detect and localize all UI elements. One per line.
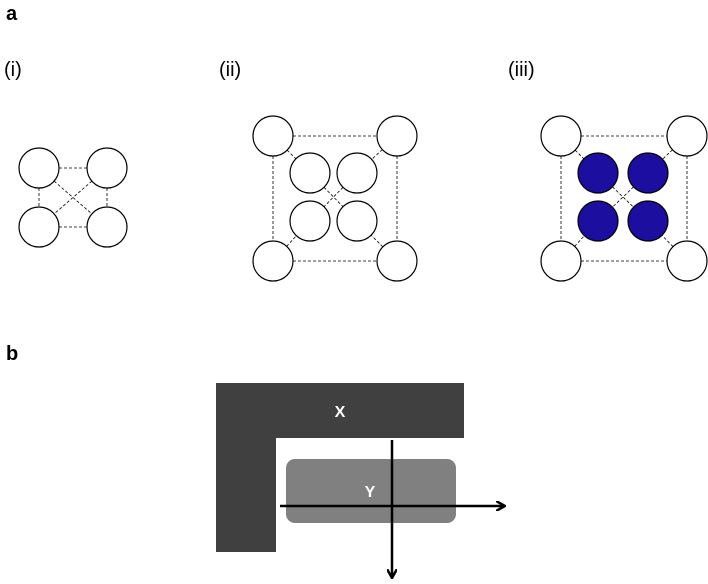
subpanel-ii-outer-atom xyxy=(376,115,418,157)
subpanel-ii-outer-atom xyxy=(252,115,294,157)
subpanel-i-atom xyxy=(86,206,128,248)
subpanel-iii-outer-atom xyxy=(666,115,708,157)
subpanel-ii-diagram xyxy=(252,115,418,282)
subpanel-iii-bonds xyxy=(560,135,688,262)
subpanel-ii-inner-atom xyxy=(336,152,378,194)
subpanel-ii-inner-atom xyxy=(289,152,331,194)
subpanel-iii-outer-atom xyxy=(540,115,582,157)
subpanel-iii-label: (iii) xyxy=(508,59,535,81)
subpanel-i-atom xyxy=(18,147,60,189)
region-x-shape xyxy=(216,383,464,552)
panel-b-label: b xyxy=(6,343,18,365)
subpanel-iii-filled-atom xyxy=(627,200,669,242)
subpanel-ii-inner-atom xyxy=(289,200,331,242)
subpanel-ii-inner-atom xyxy=(336,200,378,242)
panel-b-diagram: X Y xyxy=(216,383,503,576)
subpanel-i-atom xyxy=(86,147,128,189)
region-x-label: X xyxy=(335,404,346,421)
region-y-label: Y xyxy=(365,484,376,501)
subpanel-i-atom xyxy=(18,206,60,248)
subpanel-ii-outer-atom xyxy=(252,240,294,282)
subpanel-ii-outer-atom xyxy=(376,240,418,282)
subpanel-iii-diagram xyxy=(540,115,708,282)
subpanel-iii-filled-atom xyxy=(577,152,619,194)
subpanel-ii-label: (ii) xyxy=(219,59,241,81)
subpanel-i-diagram xyxy=(18,147,128,248)
subpanel-iii-outer-atom xyxy=(540,240,582,282)
subpanel-ii-bonds xyxy=(272,135,398,262)
subpanel-iii-filled-atom xyxy=(577,200,619,242)
subpanel-iii-outer-atom xyxy=(666,240,708,282)
panel-a-label: a xyxy=(6,3,18,25)
subpanel-i-label: (i) xyxy=(4,59,22,81)
subpanel-iii-filled-atom xyxy=(627,152,669,194)
